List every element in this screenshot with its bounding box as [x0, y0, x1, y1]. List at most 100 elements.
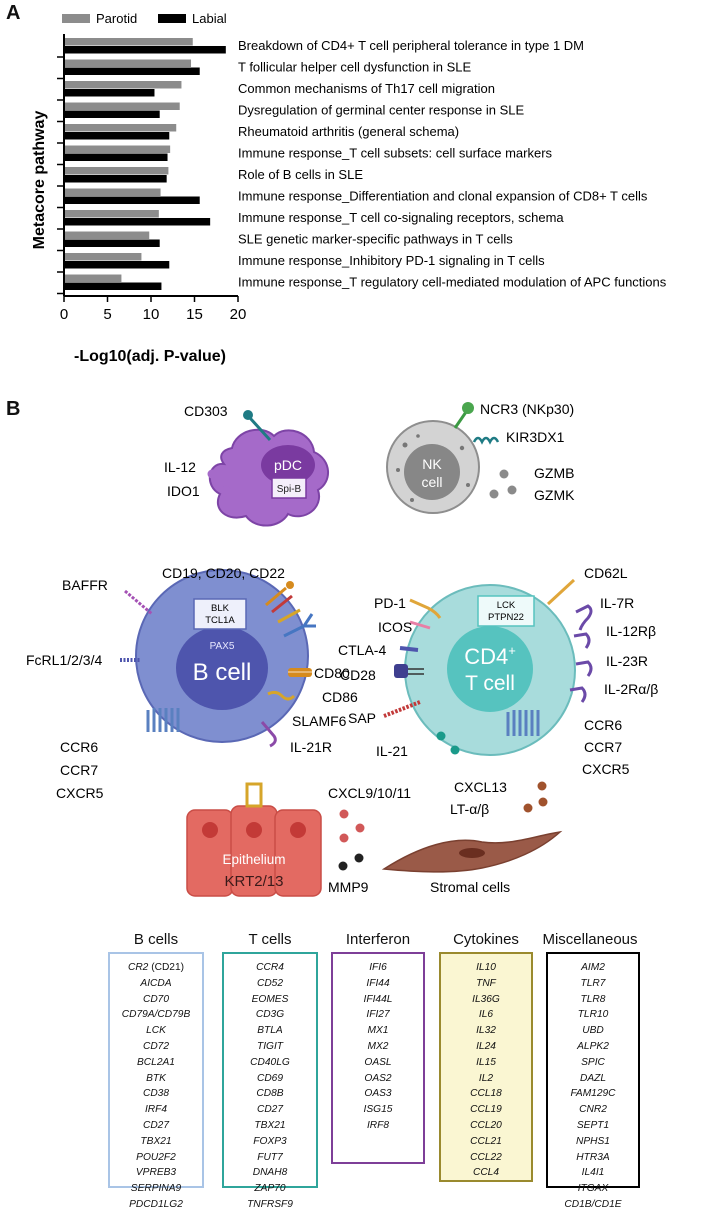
- il21r-label: IL-21R: [290, 739, 332, 755]
- gene-item: FUT7: [257, 1151, 283, 1163]
- gene-item: CCL20: [470, 1119, 502, 1131]
- gene-item: IL24: [476, 1040, 496, 1052]
- il2r-receptor: [569, 686, 587, 703]
- gene-item: IL2: [478, 1072, 494, 1084]
- gene-item: IFI44: [366, 977, 390, 989]
- gene-item: AIM2: [581, 962, 605, 973]
- il21-dot-1: [436, 731, 446, 741]
- gene-item: IL36G: [472, 993, 500, 1005]
- gene-list-items-tcells: CCR4 CD52 EOMES CD3G BTLA TIGIT CD40LG C…: [224, 960, 316, 1213]
- gene-item: NPHS1: [576, 1135, 610, 1147]
- category-label-8: Immune response_T cell co-signaling rece…: [238, 210, 564, 225]
- gene-list-items-interferon: IFI6 IFI44 IFI44L IFI27 MX1 MX2 OASL OAS…: [333, 960, 423, 1134]
- t-cell: CD4+ T cell LCK PTPN22 PD-1 ICOS CTLA-4 …: [338, 565, 658, 777]
- pdc-cell: pDC Spi-B CD303 IL-12 IDO1: [164, 403, 329, 527]
- kir3dx1-receptor: [472, 436, 500, 445]
- category-label-10: Immune response_Inhibitory PD-1 signalin…: [238, 253, 545, 268]
- pax5-label: PAX5: [210, 641, 235, 652]
- il23r-receptor: [575, 660, 593, 677]
- legend-swatch-labial: [158, 14, 186, 23]
- category-label-9: SLE genetic marker-specific pathways in …: [238, 232, 513, 247]
- gene-item: HTR3A: [576, 1151, 610, 1163]
- cd86-label: CD86: [322, 689, 358, 705]
- gzmk-label: GZMK: [534, 487, 575, 503]
- nk-label-1: NK: [422, 456, 442, 472]
- gene-item: CD70: [142, 993, 170, 1005]
- gene-item: IFI6: [369, 962, 387, 973]
- gene-item: IL15: [476, 1056, 496, 1068]
- fcrl-label: FcRL1/2/3/4: [26, 652, 102, 668]
- gene-item: DNAH8: [252, 1167, 288, 1179]
- category-label-7: Immune response_Differentiation and clon…: [238, 189, 648, 204]
- gene-item: TIGIT: [256, 1040, 284, 1052]
- cd303-head: [243, 410, 253, 420]
- gene-item: TNFRSF9: [247, 1198, 293, 1210]
- nk-label-2: cell: [421, 474, 442, 490]
- panel-a-letter: A: [6, 2, 21, 24]
- bar-labial-2: [64, 89, 155, 97]
- stromal-nucleus: [459, 848, 485, 858]
- bar-parotid-4: [64, 124, 177, 132]
- gene-item: FAM129C: [570, 1088, 616, 1100]
- gene-item: LCK: [146, 1025, 166, 1037]
- gene-item: MX2: [367, 1040, 389, 1052]
- category-label-2: Common mechanisms of Th17 cell migration: [238, 81, 495, 96]
- bcell-cxcr5: CXCR5: [56, 785, 104, 801]
- gene-item: ISG15: [363, 1104, 393, 1116]
- bar-labial-8: [64, 218, 211, 226]
- gene-item: PDCD1LG2: [129, 1198, 183, 1210]
- gene-list-title-interferon: Interferon: [345, 931, 411, 948]
- cxcl9-label: CXCL9/10/11: [328, 785, 411, 801]
- gene-item: MX1: [367, 1025, 389, 1037]
- gene-item: CR2 (CD21): [127, 962, 185, 973]
- gene-list-title-bcells: B cells: [133, 931, 179, 948]
- gene-item: CCL21: [470, 1135, 502, 1147]
- il21r-receptor: [260, 721, 277, 748]
- tcl1a-label: TCL1A: [205, 615, 235, 626]
- bcr-antibody: [283, 613, 316, 638]
- gene-item: CD38: [142, 1088, 170, 1100]
- mmp9-label: MMP9: [328, 879, 369, 895]
- pdc-label: pDC: [274, 457, 302, 473]
- category-label-1: T follicular helper cell dysfunction in …: [238, 60, 471, 75]
- gene-item: ITGAX: [577, 1183, 609, 1195]
- category-label-11: Immune response_T regulatory cell-mediat…: [238, 275, 667, 290]
- gene-list-misc: AIM2 TLR7 TLR8 TLR10 UBD ALPK2 SPIC DAZL…: [546, 952, 640, 1210]
- tcell-cxcr5: CXCR5: [582, 761, 630, 777]
- il21-dot-2: [450, 745, 460, 755]
- stromal-label: Stromal cells: [430, 879, 510, 895]
- il12r-label: IL-12Rβ: [606, 623, 656, 639]
- bar-parotid-8: [64, 210, 159, 218]
- gene-list-items-misc: AIM2 TLR7 TLR8 TLR10 UBD ALPK2 SPIC DAZL…: [548, 960, 638, 1213]
- cd28-label: CD28: [340, 667, 376, 683]
- il7r-label: IL-7R: [600, 595, 634, 611]
- gene-list-title-misc: Miscellaneous: [542, 931, 638, 948]
- pdc-nucleus: [261, 445, 315, 485]
- gene-list-items-cytokines: IL10 TNF IL36G IL6 IL32 IL24 IL15 IL2 CC…: [441, 960, 531, 1181]
- gzmk-dot-1: [489, 489, 499, 499]
- gene-item: IL6: [478, 1009, 494, 1021]
- gene-item: VPREB3: [135, 1167, 177, 1179]
- gene-list-cytokines: IL10 TNF IL36G IL6 IL32 IL24 IL15 IL2 CC…: [439, 952, 533, 1182]
- legend-swatch-parotid: [62, 14, 90, 23]
- gene-item: FOXP3: [253, 1135, 287, 1147]
- bar-parotid-1: [64, 59, 192, 67]
- ctla4-label: CTLA-4: [338, 642, 386, 658]
- pd1-receptor: [409, 598, 442, 619]
- blk-box: [193, 598, 247, 630]
- ncr3-label: NCR3 (NKp30): [480, 401, 574, 417]
- ncr3-head: [462, 402, 474, 414]
- gene-item: SEPT1: [576, 1119, 610, 1131]
- tcell-label-2: T cell: [465, 672, 515, 695]
- baffr-receptor: [124, 589, 153, 616]
- ido1-label: IDO1: [167, 483, 200, 499]
- gene-item: CCL19: [470, 1104, 502, 1116]
- gene-item: CD52: [256, 977, 284, 989]
- gene-item: IL32: [476, 1025, 496, 1037]
- bar-labial-11: [64, 282, 162, 290]
- il12r-receptor: [573, 632, 591, 649]
- b-cell: B cell PAX5 BLK TCL1A CD19, CD20, CD22 B…: [26, 565, 358, 801]
- baffr-label: BAFFR: [62, 577, 108, 593]
- category-label-5: Immune response_T cell subsets: cell sur…: [238, 146, 553, 161]
- tcell-nucleus: [447, 626, 533, 712]
